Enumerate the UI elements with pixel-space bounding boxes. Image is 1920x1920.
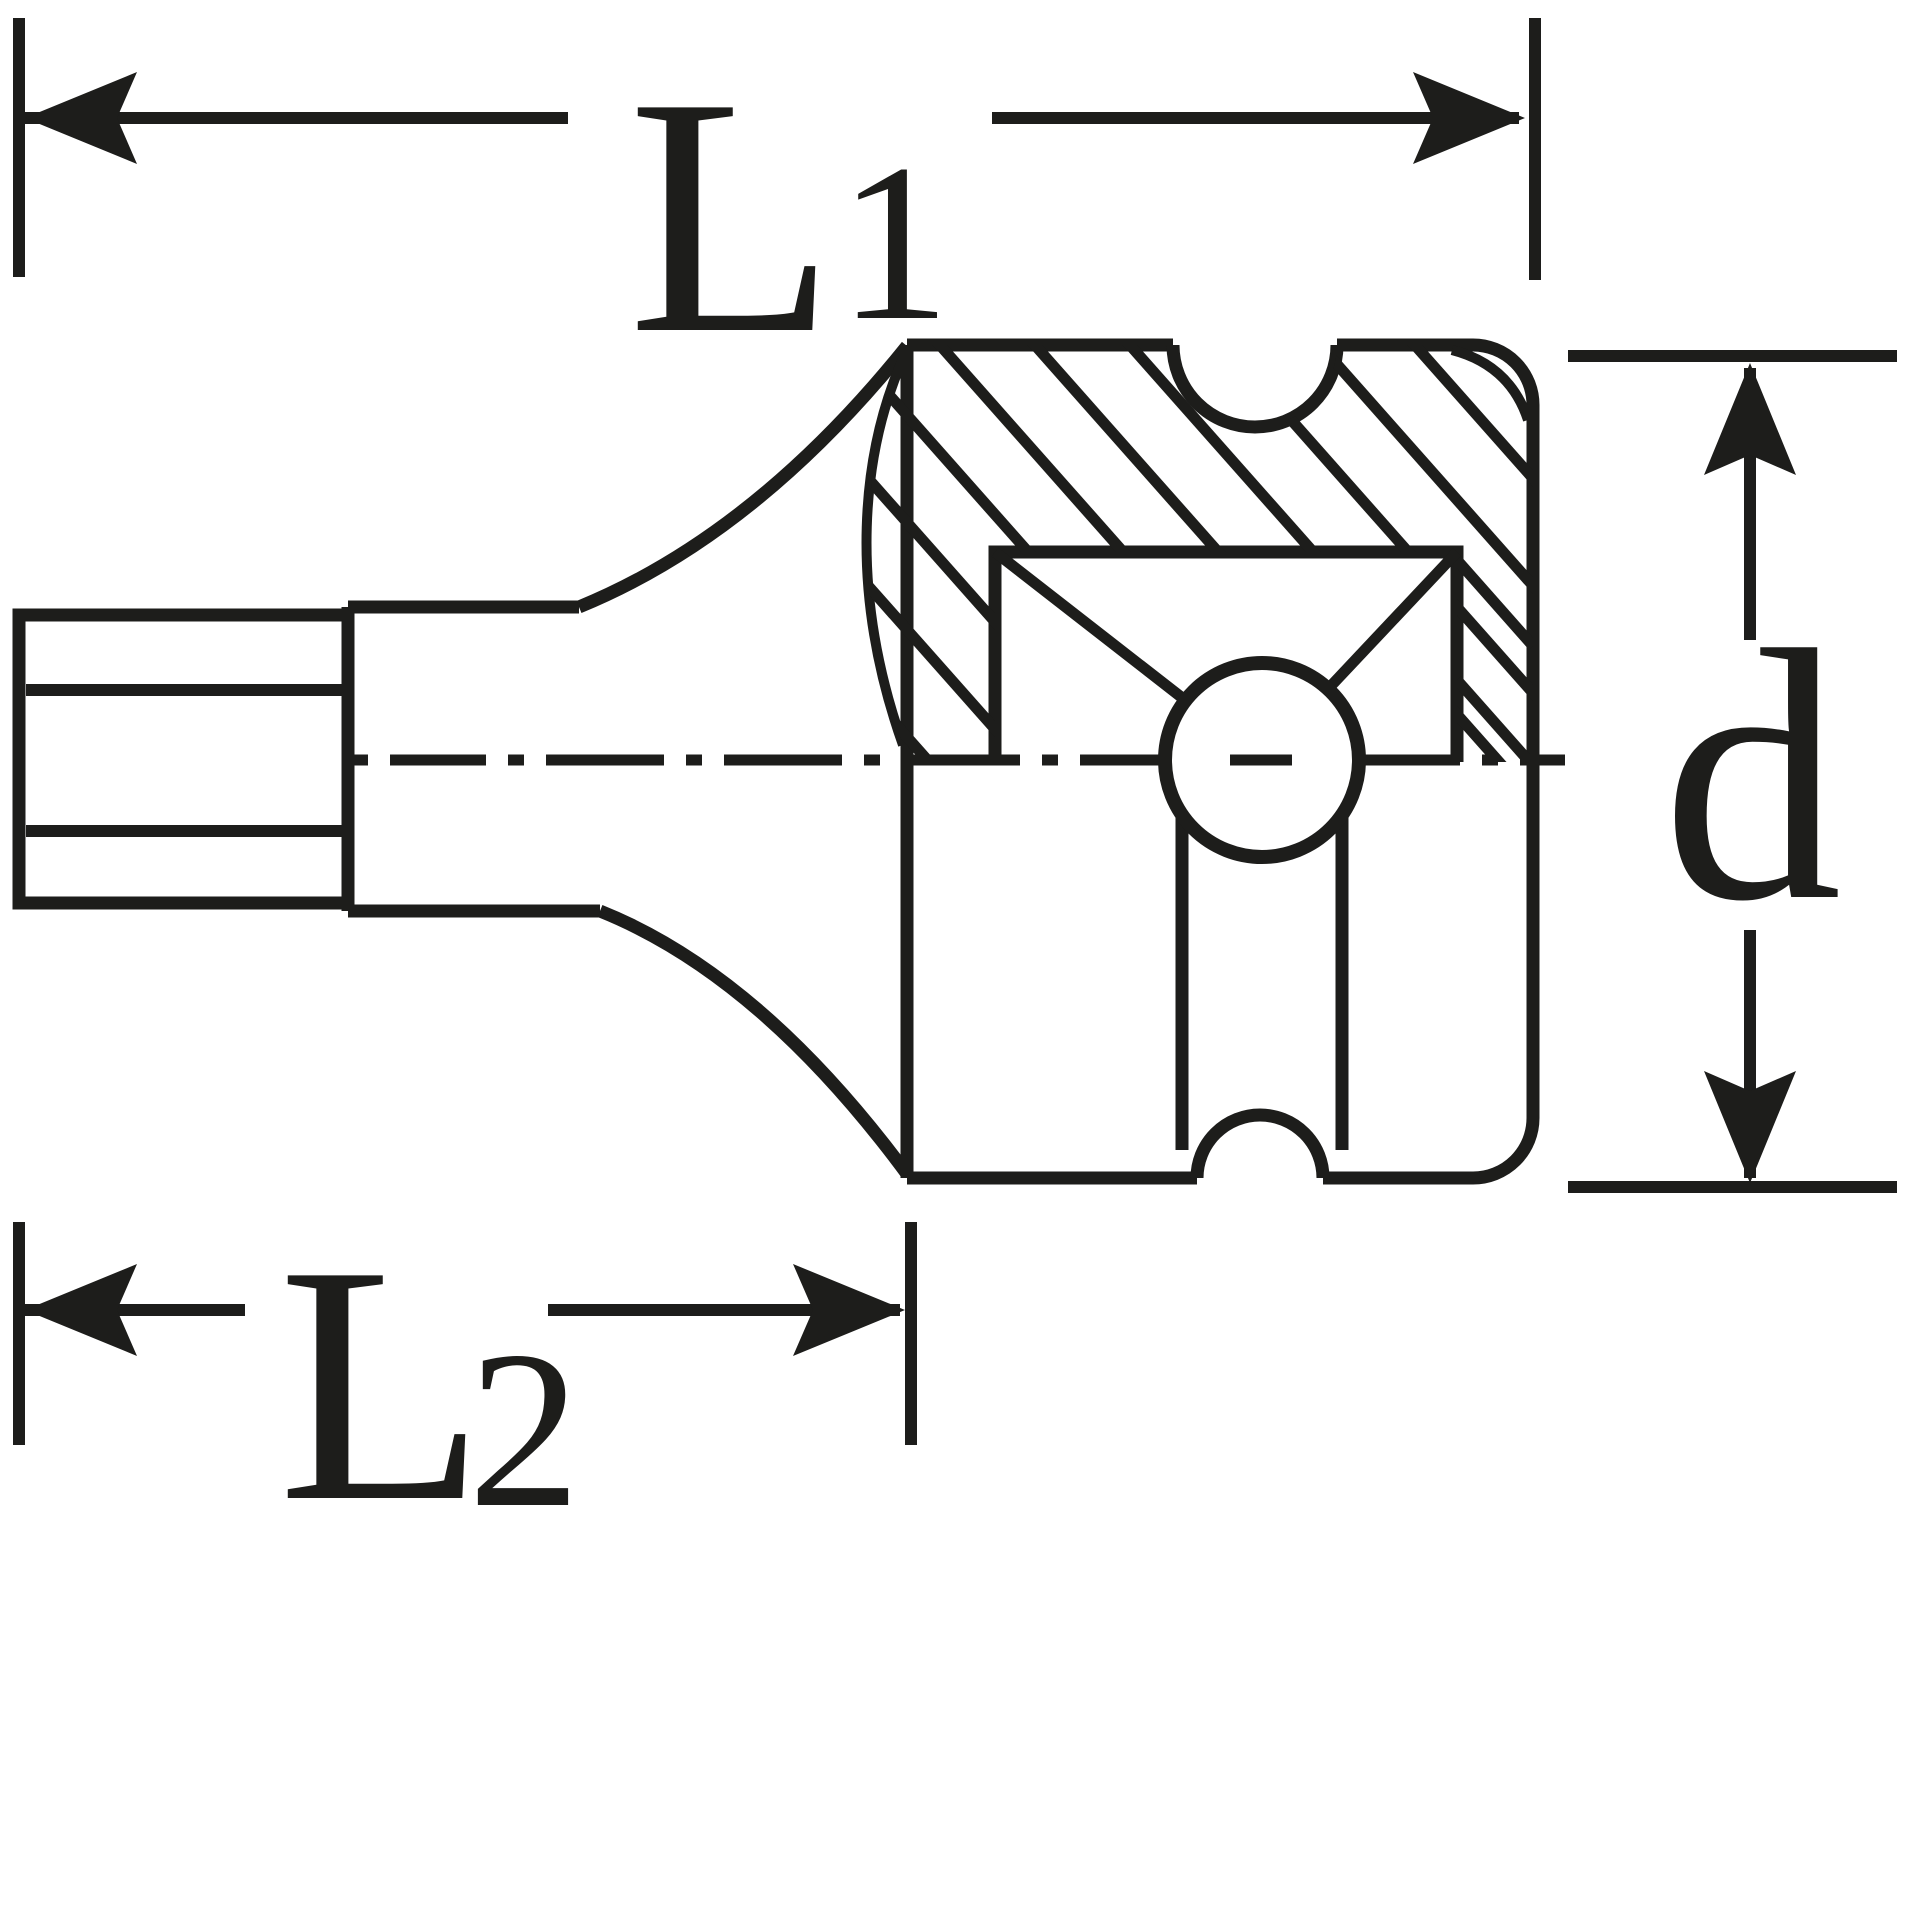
dimension-l2: L 2 [13, 1195, 917, 1572]
l1-arrowhead-right-icon [1413, 72, 1525, 164]
oring-groove-notch [1166, 344, 1344, 434]
detent-pin-hole-edges [1175, 815, 1349, 1150]
d-arrowhead-up-icon [1704, 363, 1796, 475]
hatch-line [1370, 345, 1533, 762]
part-outline [12, 338, 1565, 1185]
l2-label-subscript: 2 [468, 1304, 581, 1554]
dimension-l1: L 1 [13, 18, 1541, 404]
socket-corner-top-right [1472, 338, 1540, 406]
l1-arrowhead-left-icon [25, 72, 137, 164]
drive-hole [988, 545, 1464, 1150]
neck-curve-top [576, 341, 913, 614]
hatch-line [867, 345, 1005, 762]
drive-hole-chamfer-left [991, 547, 1189, 705]
l2-arrowhead-left-icon [25, 1264, 137, 1356]
neck-curve-bottom [597, 904, 913, 1178]
l2-label: L [278, 1195, 486, 1572]
hex-bit-flat-lines [26, 684, 344, 837]
d-arrowhead-down-icon [1704, 1071, 1796, 1183]
socket-corner-fillet-line [1450, 345, 1533, 422]
hatch-line [1275, 345, 1533, 762]
d-label: d [1662, 576, 1842, 975]
hatch-line [1452, 676, 1532, 762]
l2-arrowhead-right-icon [793, 1264, 905, 1356]
drive-hole-chamfer-right [1323, 548, 1462, 693]
l1-label-subscript: 1 [838, 117, 951, 367]
hex-bit [12, 608, 355, 910]
socket-corner-bottom-right [1472, 1117, 1540, 1185]
bottom-groove-arch [1190, 1108, 1330, 1179]
dimension-d: d [1568, 350, 1897, 1193]
shank-outline [341, 600, 600, 918]
hex-bit-outline [12, 608, 355, 910]
l1-label: L [628, 27, 836, 404]
hatch-line [1452, 556, 1533, 650]
drive-hole-outline [988, 545, 1464, 762]
